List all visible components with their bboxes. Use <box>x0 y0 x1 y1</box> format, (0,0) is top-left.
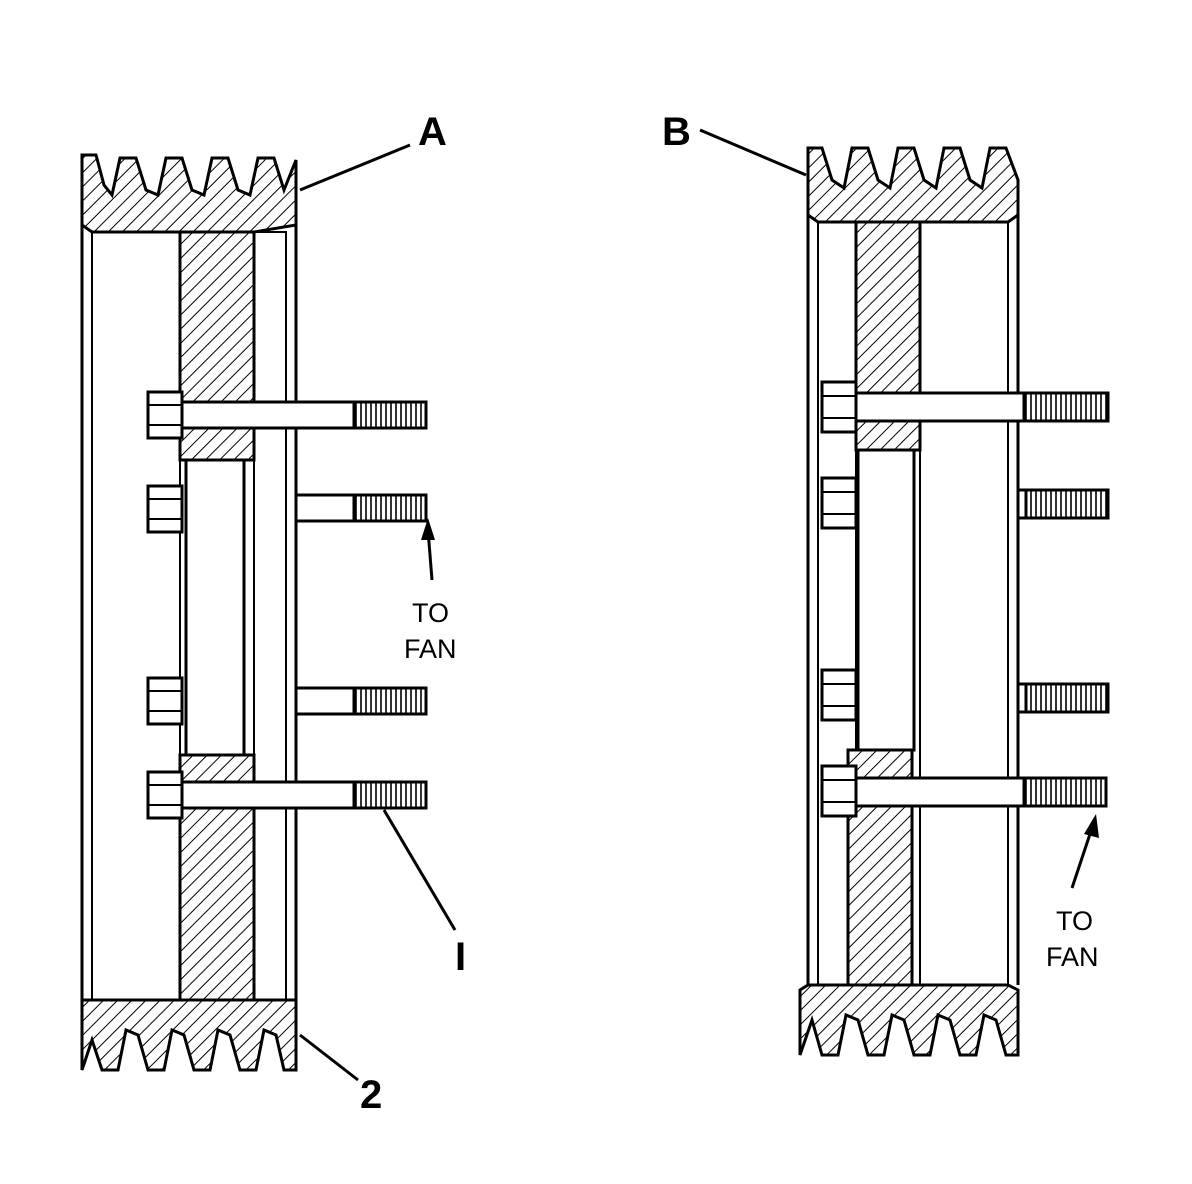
pulley-a-bottom-rim <box>80 998 298 1072</box>
pulley-a: A I 2 TO FAN <box>80 110 466 1117</box>
leader-line-b <box>699 128 807 177</box>
label-a: A <box>418 110 447 154</box>
label-b: B <box>662 110 691 154</box>
leader-line-1 <box>382 809 457 931</box>
pulley-b: B TO FAN <box>662 110 1110 1057</box>
to-fan-b-line2: FAN <box>1046 942 1099 972</box>
pulley-b-bolt-4 <box>820 764 1108 818</box>
label-callout-1: I <box>455 935 466 979</box>
to-fan-a-line2: FAN <box>404 634 457 664</box>
pulley-a-hub-opening <box>184 458 246 757</box>
pulley-b-bolt-1 <box>820 380 1110 434</box>
to-fan-arrow-b <box>1070 814 1099 889</box>
pulley-b-top-rim <box>806 146 1020 224</box>
leader-line-a <box>299 143 411 192</box>
pulley-a-stud-2 <box>146 484 428 534</box>
to-fan-a-line1: TO <box>412 598 449 628</box>
pulley-a-stud-3 <box>146 676 428 726</box>
pulley-a-bolt-1 <box>146 390 428 440</box>
pulley-a-bolt-4 <box>146 770 428 820</box>
label-callout-2: 2 <box>360 1073 382 1117</box>
to-fan-arrow-a <box>421 518 435 581</box>
pulley-b-hub-opening <box>856 448 916 752</box>
to-fan-b-line1: TO <box>1056 906 1093 936</box>
pulley-b-stud-2 <box>820 476 1110 530</box>
leader-line-2 <box>299 1033 359 1082</box>
pulley-b-stud-3 <box>820 668 1110 722</box>
pulley-b-bottom-rim <box>798 983 1020 1057</box>
pulley-a-top-rim <box>80 153 298 234</box>
